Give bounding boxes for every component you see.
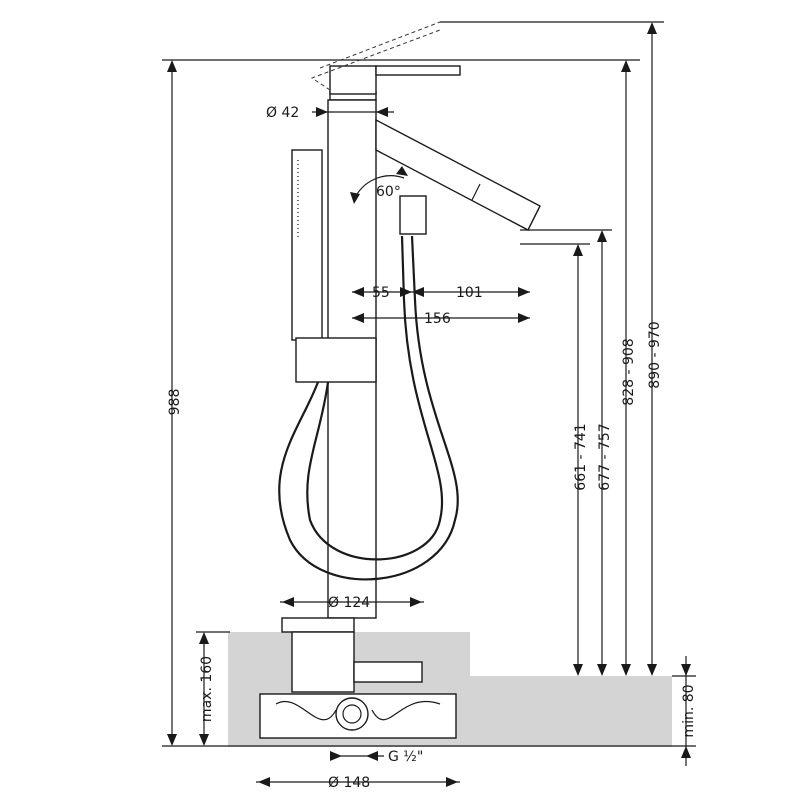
connection-thread-label: G ½" [388,749,423,765]
overall-height-label: 988 [167,389,183,416]
min-clearance-label: min. 80 [681,684,697,737]
base-unit [259,617,457,739]
horizontal-dimension-lines [256,107,530,787]
distance-a-label: 55 [372,285,390,301]
cover-diameter-label: Ø 124 [328,595,370,611]
spout-range-4-label: 661 - 741 [573,423,589,490]
reference-lines [162,21,696,747]
base-diameter-label: Ø 148 [328,775,370,791]
handle-diameter-label: Ø 42 [266,105,299,121]
distance-c-label: 156 [424,311,451,327]
spout-angle-label: 60° [376,184,401,200]
mixer-body [310,21,461,619]
spout-range-3-label: 677 - 757 [597,423,613,490]
vertical-dimension-lines [167,22,691,766]
dimension-labels: 988 890 - 970 828 - 908 677 - 757 661 - … [167,105,697,791]
spout [375,118,541,231]
hose-connector [399,195,427,235]
hose [278,235,459,581]
distance-b-label: 101 [456,285,483,301]
spout-range-1-label: 890 - 970 [647,321,663,388]
max-installation-label: max. 160 [199,656,215,722]
hand-shower [291,149,377,383]
spout-range-2-label: 828 - 908 [621,338,637,405]
